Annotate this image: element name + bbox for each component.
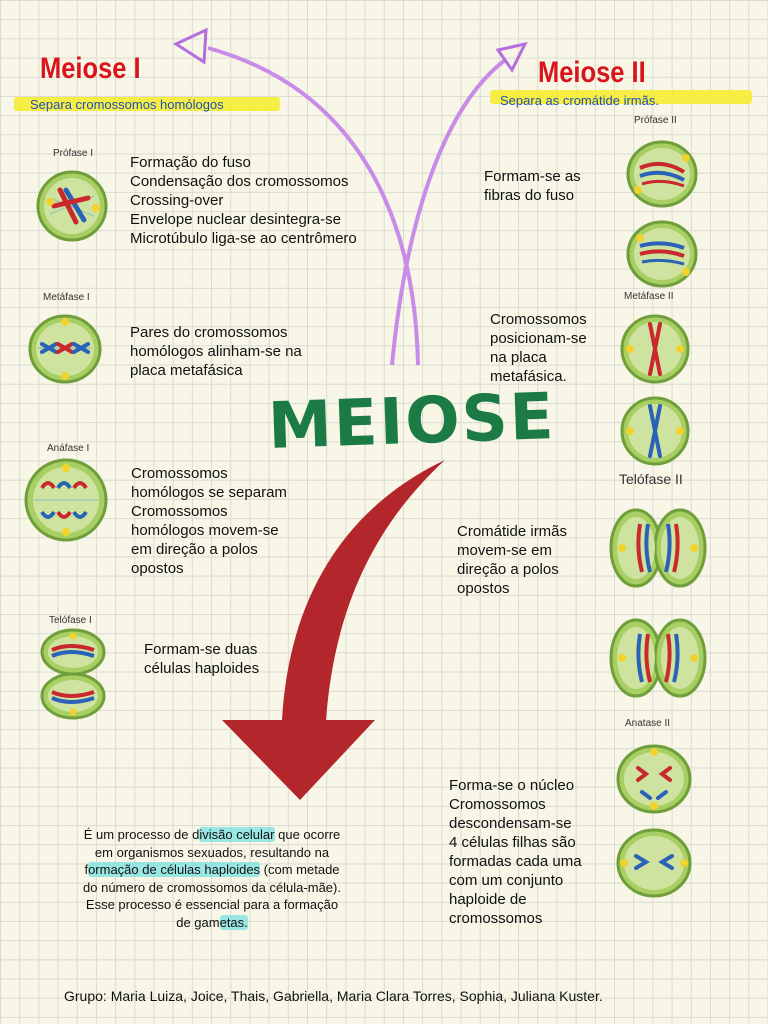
stage-text-metafase-1: Pares do cromossomos homólogos alinham-s… [130, 324, 302, 379]
highlight-meiose-1-subtitle [14, 97, 280, 111]
red-arrow-body [282, 460, 445, 720]
cell-metafase-2-b [620, 396, 690, 466]
meiose-1-title: Meiose I [40, 52, 141, 85]
stage-text-telofase-2: Cromátide irmãs movem-se em direção a po… [457, 523, 568, 597]
meiose-1-subtitle: Separa cromossomos homólogos [30, 97, 224, 112]
stage-text-profase-2: Formam-se as fibras do fuso [484, 168, 581, 204]
description-text-3: (com metade do número de cromossomos da … [83, 862, 341, 930]
stage-text-telofase-1: Formam-se duas células haploides [144, 641, 260, 677]
cell-telofase-2-a [609, 508, 707, 588]
purple-arrow-right [390, 58, 507, 366]
cell-anafase-1 [24, 458, 108, 542]
stage-label-profase-2: Prófase II [634, 115, 677, 126]
cell-profase-2-b [626, 220, 698, 288]
meiose-2-title: Meiose II [538, 56, 646, 89]
highlight-celulas-haploides: ormação de células haploides [88, 862, 261, 877]
description-text-1: É um processo de d [83, 827, 200, 842]
purple-arrowhead-right [495, 41, 528, 73]
stage-label-profase-1: Prófase I [53, 148, 94, 159]
credits: Grupo: Maria Luiza, Joice, Thais, Gabrie… [64, 988, 603, 1004]
cell-metafase-2-a [620, 314, 690, 384]
purple-arrow-left [207, 46, 420, 366]
red-arrowhead [222, 720, 375, 800]
cell-anafase-2-b [616, 828, 692, 898]
stage-text-anafase-1: Cromossomos homólogos se separam Cromoss… [131, 465, 287, 577]
stage-label-telofase-2: Telófase II [619, 471, 683, 487]
stage-label-anafase-1: Anáfase I [47, 443, 90, 454]
description-text-2: que ocorre em organismos sexuados, resul… [84, 827, 341, 877]
stage-label-anafase-2: Anatase II [625, 718, 671, 729]
cell-telofase-1 [40, 628, 106, 720]
cell-anafase-2-a [616, 744, 692, 814]
description-paragraph: É um processo de divisão celular que oco… [26, 826, 398, 931]
cell-metafase-1 [28, 314, 102, 384]
stage-text-metafase-2: Cromossomos posicionam-se na placa metaf… [490, 311, 587, 385]
stage-text-anafase-2: Forma-se o núcleo Cromossomos descondens… [449, 777, 582, 927]
purple-arrowhead-left [172, 27, 208, 65]
stage-label-metafase-2: Metáfase II [624, 291, 674, 302]
cell-telofase-2-b [609, 618, 707, 698]
meiose-2-subtitle: Separa as cromátide irmãs. [500, 93, 659, 108]
stage-text-profase-1: Formação do fuso Condensação dos cromoss… [130, 154, 357, 247]
stage-label-telofase-1: Telófase I [49, 615, 92, 626]
center-title: MEIOSE [266, 380, 557, 464]
highlight-meiose-2-subtitle [490, 90, 752, 104]
stage-label-metafase-1: Metáfase I [43, 292, 90, 303]
cell-profase-2-a [626, 140, 698, 208]
cell-profase-1 [36, 170, 108, 242]
highlight-gametas: etas. [219, 914, 248, 930]
highlight-divisao-celular: ivisão celular [199, 827, 275, 842]
